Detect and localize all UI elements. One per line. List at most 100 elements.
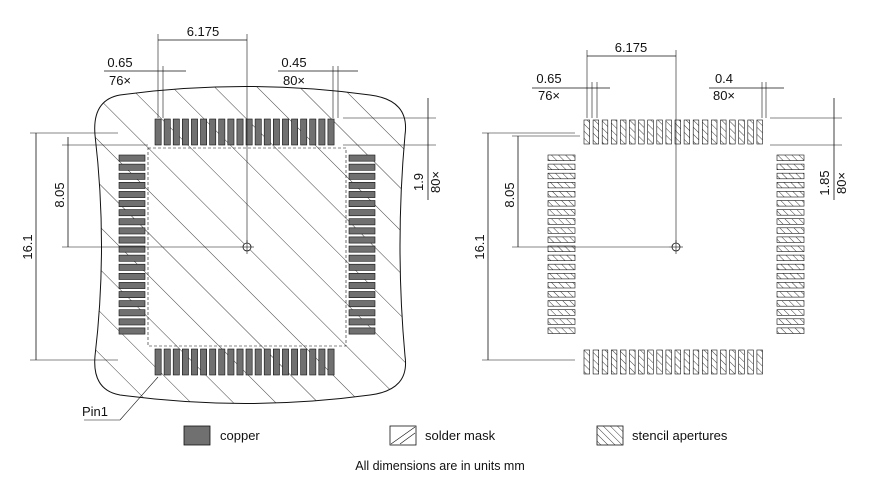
- dim-80x-len-left: 80×: [428, 171, 443, 193]
- stencil-aperture-right: [776, 291, 805, 298]
- copper-pad-left: [118, 300, 146, 308]
- copper-pad-top: [254, 118, 262, 146]
- dim-805-right: 8.05: [502, 182, 517, 207]
- dim-161-right: 16.1: [472, 234, 487, 259]
- stencil-aperture-left: [547, 182, 576, 189]
- copper-pad-right: [348, 163, 376, 171]
- stencil-aperture-bottom: [711, 349, 718, 375]
- copper-pad-bottom: [172, 348, 180, 376]
- stencil-aperture-bottom: [610, 349, 618, 375]
- legend-solder-mask-label: solder mask: [425, 428, 496, 443]
- stencil-aperture-left: [547, 282, 576, 289]
- stencil-apertures: [547, 119, 805, 375]
- right-dimensions: 6.175 0.65 76× 0.4 80× 1.85 80× 8.05 16.…: [472, 40, 849, 361]
- stencil-aperture-top: [647, 119, 654, 145]
- copper-pad-right: [348, 327, 376, 335]
- stencil-aperture-right: [776, 245, 805, 252]
- stencil-aperture-bottom: [720, 349, 727, 375]
- copper-pad-top: [272, 118, 280, 146]
- stencil-aperture-bottom: [656, 349, 663, 375]
- stencil-aperture-left: [547, 227, 576, 234]
- copper-pad-bottom: [318, 348, 326, 376]
- stencil-aperture-right: [776, 327, 805, 334]
- stencil-aperture-bottom: [629, 349, 636, 375]
- stencil-aperture-right: [776, 254, 805, 262]
- left-dimensions: 6.175 0.65 76× 0.45 80× 1.9 80× 8.05 16.…: [20, 24, 443, 421]
- copper-pad-bottom: [163, 348, 171, 376]
- copper-pad-left: [118, 209, 146, 217]
- stencil-aperture-right: [776, 318, 805, 325]
- stencil-aperture-right: [776, 236, 805, 243]
- stencil-aperture-top: [720, 119, 727, 145]
- copper-pad-top: [218, 118, 226, 146]
- stencil-aperture-bottom: [701, 349, 709, 375]
- copper-pad-left: [118, 200, 146, 207]
- stencil-aperture-top: [601, 119, 609, 145]
- stencil-aperture-right: [776, 172, 805, 180]
- copper-pad-top: [209, 118, 217, 146]
- stencil-aperture-bottom: [756, 349, 763, 375]
- copper-pad-bottom: [218, 348, 226, 376]
- copper-pad-left: [118, 327, 146, 335]
- dim-065-right: 0.65: [536, 71, 561, 86]
- stencil-aperture-right: [776, 182, 805, 189]
- stencil-aperture-top: [683, 119, 690, 145]
- copper-pad-left: [118, 318, 146, 326]
- copper-pad-bottom: [282, 348, 289, 376]
- copper-pad-right: [348, 272, 376, 280]
- dim-045-left: 0.45: [281, 55, 306, 70]
- stencil-aperture-right: [776, 282, 805, 289]
- copper-pad-right: [348, 254, 376, 262]
- stencil-aperture-top: [656, 119, 663, 145]
- stencil-aperture-top: [620, 119, 627, 145]
- copper-pad-right: [348, 191, 376, 198]
- stencil-aperture-right: [776, 263, 805, 271]
- stencil-aperture-right: [776, 191, 805, 198]
- stencil-aperture-left: [547, 245, 576, 252]
- stencil-aperture-right: [776, 209, 805, 216]
- stencil-aperture-left: [547, 291, 576, 298]
- copper-pad-right: [348, 291, 376, 298]
- copper-pad-right: [348, 245, 376, 253]
- copper-pad-left: [118, 182, 146, 189]
- copper-pad-left: [118, 245, 146, 253]
- copper-pad-right: [348, 318, 376, 326]
- copper-pad-right: [348, 218, 376, 226]
- stencil-aperture-left: [547, 236, 576, 243]
- copper-pad-bottom: [254, 348, 262, 376]
- copper-pad-right: [348, 309, 376, 317]
- stencil-aperture-top: [692, 119, 700, 145]
- legend-stencil-swatch: [596, 425, 624, 446]
- stencil-aperture-bottom: [665, 349, 672, 375]
- dim-161-left: 16.1: [20, 234, 35, 259]
- stencil-aperture-left: [547, 191, 576, 198]
- copper-pad-left: [118, 218, 146, 226]
- copper-pad-bottom: [200, 348, 207, 376]
- stencil-aperture-left: [547, 272, 576, 280]
- copper-pad-left: [118, 254, 146, 262]
- stencil-aperture-right: [776, 218, 805, 225]
- stencil-aperture-left: [547, 172, 576, 180]
- copper-pad-right: [348, 263, 376, 271]
- copper-pad-top: [172, 118, 180, 146]
- copper-pad-top: [191, 118, 198, 146]
- stencil-aperture-top: [629, 119, 636, 145]
- copper-pad-bottom: [245, 348, 253, 376]
- copper-pad-bottom: [154, 348, 162, 376]
- copper-pad-left: [118, 272, 146, 280]
- stencil-aperture-left: [547, 218, 576, 225]
- copper-pad-left: [118, 154, 146, 162]
- copper-pad-right: [348, 227, 376, 235]
- copper-pad-bottom: [209, 348, 217, 376]
- copper-pad-bottom: [309, 348, 317, 376]
- copper-pad-bottom: [327, 348, 335, 376]
- copper-pad-bottom: [182, 348, 189, 376]
- stencil-aperture-top: [738, 119, 745, 145]
- copper-pad-left: [118, 263, 146, 271]
- copper-pad-top: [309, 118, 317, 146]
- copper-pad-right: [348, 236, 376, 244]
- legend-stencil-label: stencil apertures: [632, 428, 728, 443]
- stencil-aperture-top: [711, 119, 718, 145]
- stencil-aperture-top: [665, 119, 672, 145]
